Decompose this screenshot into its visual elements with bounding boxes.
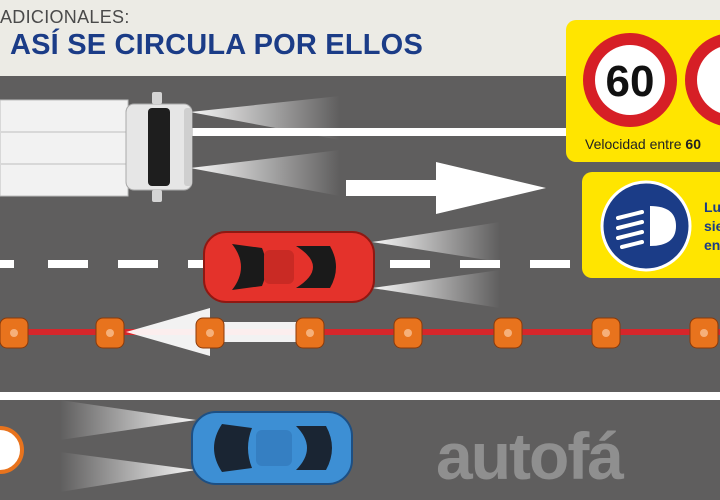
speed-limit-sign-icon: 8 [685,34,720,126]
headlight-beam [60,400,196,440]
lane-line-bottom [0,392,720,400]
header-title: ASÍ SE CIRCULA POR ELLOS [10,29,423,61]
speed-signs: 60 8 [583,33,720,127]
truck [0,92,340,202]
cone-icon [493,317,523,349]
headlight-beam [372,270,500,308]
direction-arrow-right [346,162,546,214]
red-car [203,222,500,308]
cone-icon [689,317,719,349]
headlight-icon [600,180,692,272]
cone-icon [95,317,125,349]
speed-caption-text: Velocidad entre [585,136,686,152]
lane-divider-red [0,329,720,335]
cone-icon [393,317,423,349]
headlight-beam [372,222,500,262]
speed-limit-panel: 60 8 Velocidad entre 60 [566,20,720,162]
cone-icon [295,317,325,349]
lane-cones [0,317,719,349]
speed-limit-60: 60 [606,57,655,106]
speed-limit-sign-icon: 60 [583,33,677,127]
lane-line-top [0,128,720,136]
cone-icon [0,317,29,349]
header-subtitle: ADICIONALES: [0,7,130,27]
headlight-panel: Lu sie en [582,172,720,278]
headlight-text-line: en [704,237,720,253]
watermark-logo: autofá [436,419,624,493]
blue-car [60,400,353,492]
speed-caption: Velocidad entre 60 [585,136,701,152]
headlight-text-line: sie [704,218,720,234]
headlight-text-line: Lu [704,199,720,215]
headlight-beam [190,96,340,140]
headlight-text: Lu sie en [704,198,720,255]
partial-sign-icon [0,426,24,474]
headlight-beam [190,150,340,196]
cone-icon [195,317,225,349]
speed-caption-value: 60 [685,136,701,152]
headlight-beam [60,452,196,492]
cone-icon [591,317,621,349]
